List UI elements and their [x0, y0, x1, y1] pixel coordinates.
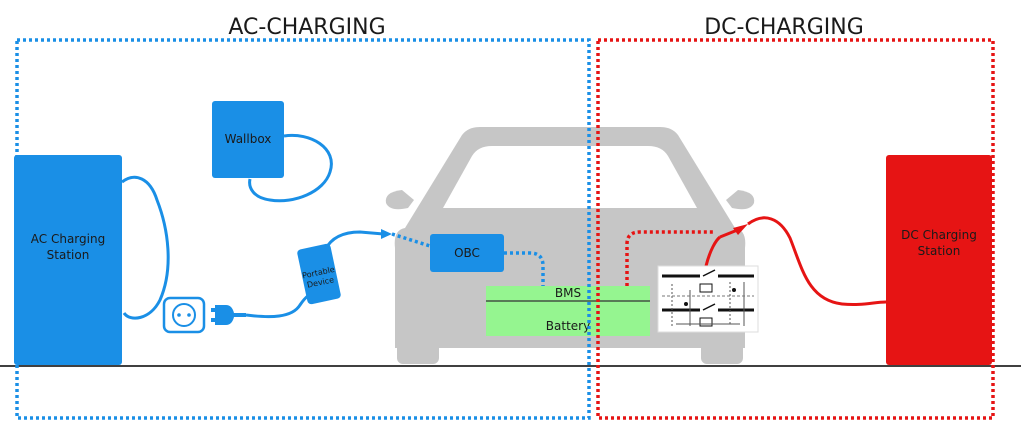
ac-inlet-arrow [381, 229, 392, 239]
ac-charging-station [14, 155, 122, 365]
dc-cable-inlet [719, 227, 741, 239]
obc-battery-link [504, 251, 545, 286]
bms-label: BMS [555, 286, 581, 300]
battery-box [486, 286, 650, 336]
ac-station-cable [121, 176, 170, 320]
wall-socket-icon [162, 296, 206, 334]
plug-icon [211, 305, 246, 325]
ac-inlet-obc-link [391, 232, 431, 248]
ac-section-title: AC-CHARGING [228, 15, 385, 40]
dc-inlet-arrow [733, 224, 748, 235]
battery-label: Battery [546, 319, 590, 333]
dc-section-boundary [596, 38, 995, 420]
dc-internal-link [625, 230, 714, 286]
dc-station-cable [747, 216, 887, 307]
wallbox [212, 101, 284, 178]
dc-station-label-line1: DC Charging [901, 228, 977, 242]
car-windshield [443, 146, 697, 208]
wallbox-label: Wallbox [225, 132, 272, 146]
ac-station-label-line1: AC Charging [31, 232, 105, 246]
ac-section-boundary [15, 38, 591, 420]
contactor-schematic-icon [657, 265, 759, 333]
portable-device [297, 243, 341, 305]
portable-plug-cable [245, 290, 317, 319]
dc-section-title: DC-CHARGING [704, 15, 864, 40]
dc-station-label-line2: Station [918, 244, 961, 258]
dc-cable-to-contactor [704, 235, 722, 267]
portable-car-cable [323, 230, 385, 251]
obc-box [430, 234, 504, 272]
wallbox-cable [248, 133, 333, 203]
obc-label: OBC [454, 246, 480, 260]
dc-charging-station [886, 155, 992, 365]
ac-station-label-line2: Station [47, 248, 90, 262]
